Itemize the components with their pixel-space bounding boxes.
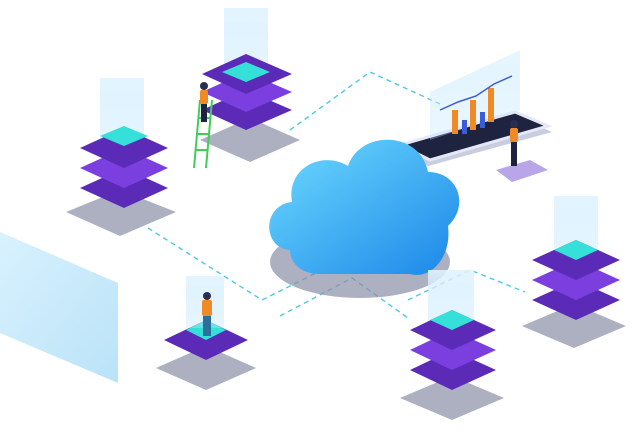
cloud-shape: [269, 139, 460, 275]
server-top-tile: [100, 126, 148, 146]
standing-figure: [202, 292, 212, 336]
chart-bar: [470, 100, 476, 130]
server-stack-top: [193, 8, 300, 169]
server-shadow: [66, 190, 176, 236]
server-top-tile: [222, 62, 270, 82]
server-layer: [80, 128, 168, 168]
server-stack-left: [66, 78, 176, 236]
chart-bar: [452, 110, 458, 134]
connector-top-server: [289, 71, 441, 131]
server-shadow: [400, 376, 504, 420]
presenter-figure: [510, 120, 518, 166]
server-stack-bottom-left: [156, 276, 256, 390]
chart-bar: [488, 88, 494, 122]
server-top-tile: [554, 240, 598, 260]
chart-bar: [480, 112, 485, 128]
chart-bar: [462, 120, 467, 134]
central-cloud: [269, 139, 460, 298]
server-shadow: [522, 304, 626, 348]
server-stack-right: [522, 196, 626, 348]
presenter-pad: [496, 160, 548, 182]
server-shadow: [156, 346, 256, 390]
chart-trend-line: [439, 75, 513, 111]
climber-figure: [200, 82, 208, 122]
server-top-tile: [430, 310, 474, 330]
server-shadow: [200, 118, 300, 162]
glass-wall-panel: [0, 232, 118, 383]
server-stack-bottom: [400, 270, 504, 420]
